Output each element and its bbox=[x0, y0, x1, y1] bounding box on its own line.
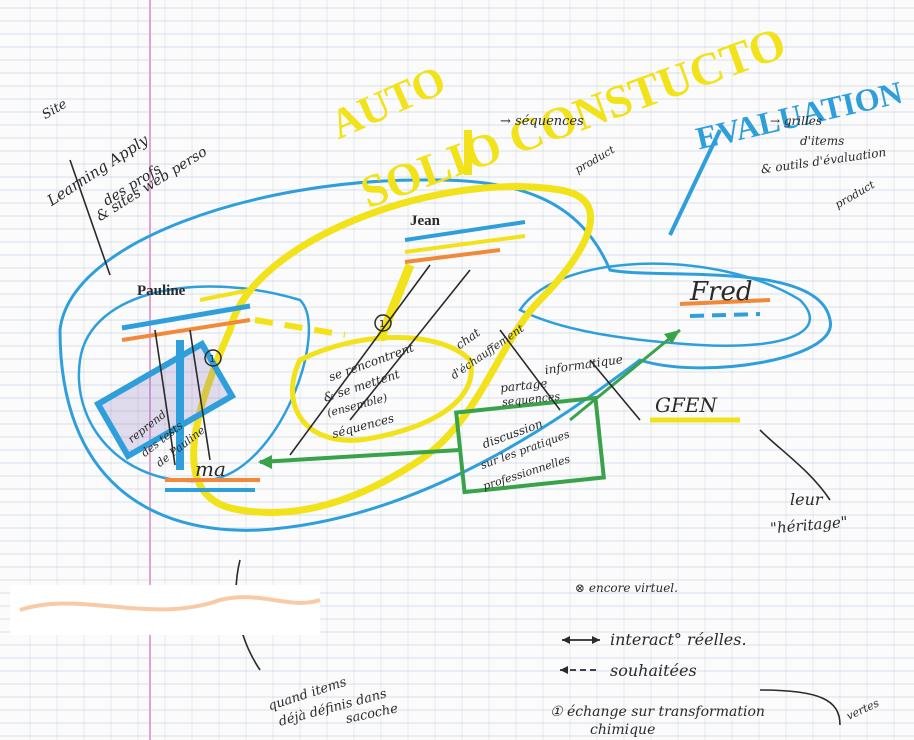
legend-arrows bbox=[560, 636, 600, 674]
yellow-inner-loop bbox=[290, 335, 474, 443]
jean-bars bbox=[404, 220, 526, 264]
note-sequences: → séquences bbox=[500, 114, 584, 129]
legend-chimique: chimique bbox=[590, 722, 655, 738]
note-partage-sequences: sequences bbox=[501, 390, 561, 409]
green-arrowhead-fred bbox=[664, 330, 680, 344]
green-discussion-box bbox=[454, 395, 606, 495]
green-arrowhead-ma bbox=[258, 455, 272, 469]
legend-echange: ① échange sur transformation bbox=[550, 704, 765, 720]
title-auto: AUTO bbox=[324, 58, 453, 149]
fred-bars bbox=[679, 298, 771, 318]
pauline-bars bbox=[121, 288, 251, 342]
label-fred: Fred bbox=[689, 277, 753, 307]
svg-text:1: 1 bbox=[379, 319, 385, 330]
note-corner: vertes bbox=[844, 696, 881, 723]
green-arrow-fred bbox=[569, 328, 681, 422]
note-grilles: → grilles bbox=[770, 114, 822, 128]
label-gfen: GFEN bbox=[655, 393, 718, 417]
yellow-socio-loop bbox=[190, 183, 595, 516]
note-product-left: product bbox=[573, 143, 618, 176]
ink-arrows bbox=[69, 159, 841, 726]
outer-blue-loop bbox=[58, 178, 832, 532]
evaluation-slash bbox=[668, 129, 722, 236]
ma-bars bbox=[165, 478, 260, 492]
redacted-scribble bbox=[10, 585, 321, 635]
legend-interactions-reelles: interact° réelles. bbox=[610, 630, 747, 649]
note-site: Site bbox=[40, 97, 70, 123]
label-pauline: Pauline bbox=[137, 283, 186, 299]
legend-encore-virtuel: ⊗ encore virtuel. bbox=[575, 581, 678, 595]
left-blue-loop bbox=[77, 285, 310, 483]
note-chat: chat bbox=[453, 325, 483, 352]
fred-blue-loop bbox=[518, 262, 812, 347]
note-items: d'items bbox=[800, 134, 844, 148]
circle-one: 1 bbox=[374, 314, 392, 332]
note-outils: & outils d'évaluation bbox=[760, 145, 887, 176]
note-leur: leur bbox=[790, 490, 824, 509]
green-arrow-ma bbox=[259, 448, 461, 464]
legend-souhaitees: souhaitées bbox=[610, 661, 697, 680]
note-product-right: product bbox=[833, 178, 878, 211]
note-informatique: informatique bbox=[544, 352, 624, 377]
svg-text:1: 1 bbox=[209, 354, 215, 365]
label-jean: Jean bbox=[410, 213, 441, 229]
circle-one-left: 1 bbox=[204, 349, 222, 367]
yellow-dashes bbox=[254, 317, 346, 338]
note-heritage: "héritage" bbox=[769, 513, 848, 538]
yellow-band bbox=[375, 263, 415, 342]
note-partage: partage bbox=[499, 376, 548, 395]
label-ma: ma bbox=[195, 457, 226, 481]
